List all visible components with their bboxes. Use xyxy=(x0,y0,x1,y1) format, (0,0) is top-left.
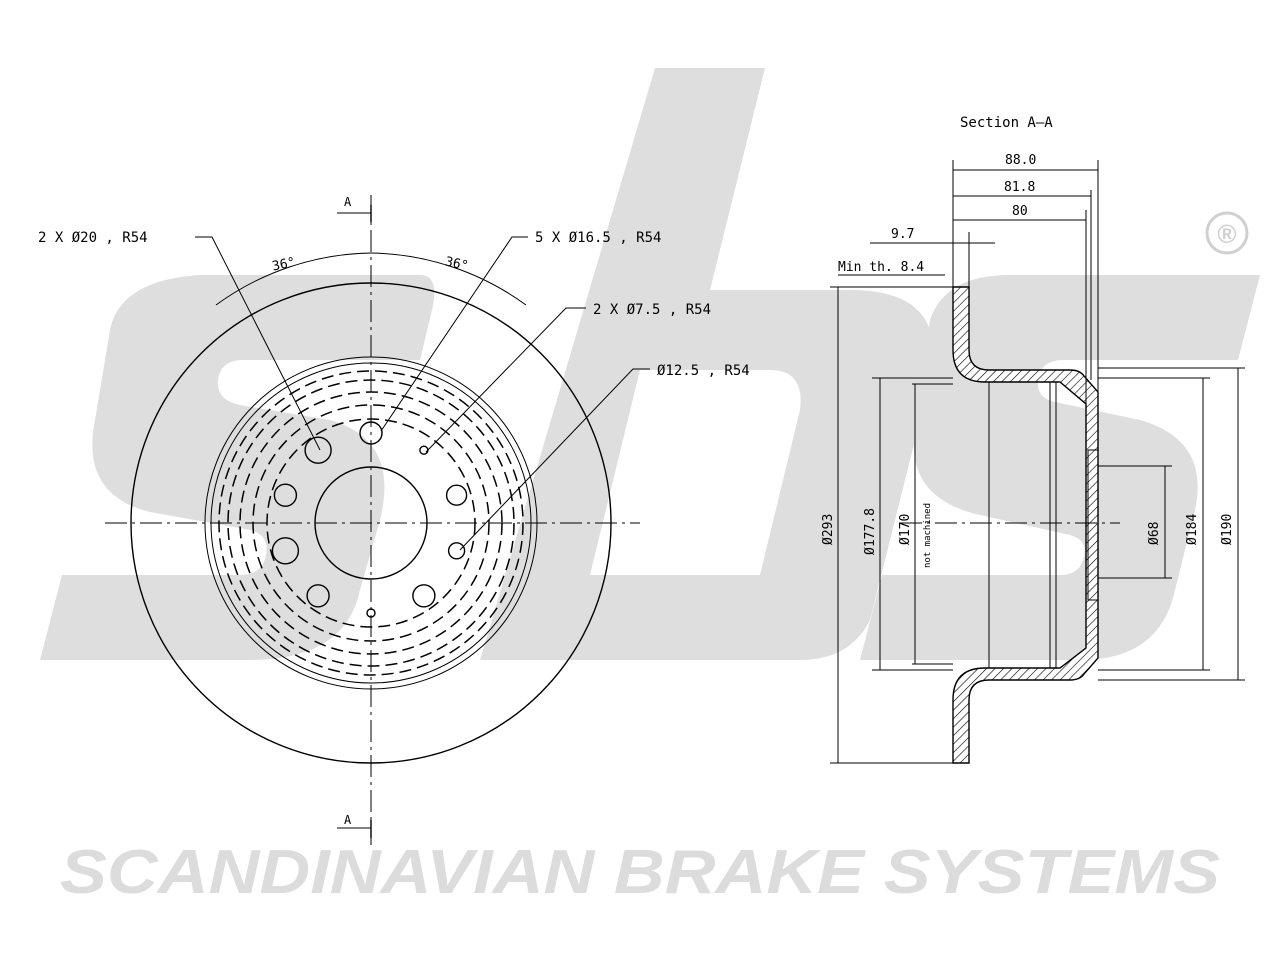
disc-outer-edge xyxy=(130,282,612,764)
svg-text:9.7: 9.7 xyxy=(891,227,914,242)
section-marker-bottom: A xyxy=(337,813,372,845)
dim-68: Ø68 xyxy=(1098,465,1172,579)
dim-177-8: Ø177.8 xyxy=(863,377,953,671)
svg-text:not machined: not machined xyxy=(923,503,933,568)
hole-7-5 xyxy=(366,608,376,618)
hole-7-5 xyxy=(419,445,429,455)
svg-text:Ø177.8: Ø177.8 xyxy=(863,508,878,555)
svg-text:88.0: 88.0 xyxy=(1005,153,1036,168)
hole-12-5 xyxy=(447,542,466,560)
hole-20 xyxy=(271,537,300,565)
dim-190: Ø190 xyxy=(1098,367,1245,681)
section-title: Section A–A xyxy=(960,115,1053,131)
svg-text:®: ® xyxy=(1217,219,1236,249)
callout-holes-16-5: 5 X Ø16.5 , R54 xyxy=(380,230,661,432)
hole-16-5 xyxy=(359,421,383,445)
svg-text:Ø68: Ø68 xyxy=(1147,522,1162,545)
callout-holes-7-5: 2 X Ø7.5 , R54 xyxy=(425,302,711,453)
angle-label-left: 36° xyxy=(271,255,297,275)
center-bore xyxy=(314,466,428,580)
hole-16-5 xyxy=(445,484,468,506)
svg-text:Ø12.5 , R54: Ø12.5 , R54 xyxy=(657,363,750,379)
svg-text:A: A xyxy=(344,813,352,827)
dim-88: 88.0 xyxy=(953,153,1098,171)
section-view: Section A–A 88.0 81.8 80 9.7 xyxy=(821,115,1245,764)
callout-holes-20: 2 X Ø20 , R54 xyxy=(38,230,321,451)
svg-text:80: 80 xyxy=(1012,204,1028,219)
dim-80: 80 xyxy=(953,204,1086,221)
svg-text:2 X Ø20 , R54: 2 X Ø20 , R54 xyxy=(38,230,148,246)
svg-text:A: A xyxy=(344,195,352,209)
brand-footer-text: SCANDINAVIAN BRAKE SYSTEMS xyxy=(60,838,1220,907)
angle-arc-left xyxy=(215,252,372,306)
svg-text:Ø184: Ø184 xyxy=(1185,514,1200,545)
svg-text:81.8: 81.8 xyxy=(1004,180,1035,195)
svg-text:2 X Ø7.5 , R54: 2 X Ø7.5 , R54 xyxy=(593,302,711,318)
svg-text:5 X Ø16.5 , R54: 5 X Ø16.5 , R54 xyxy=(535,230,661,246)
bolt-holes xyxy=(271,421,468,618)
dim-170: Ø170 not machined xyxy=(898,383,953,665)
section-marker-top: A xyxy=(337,195,372,222)
dim-min-thickness: Min th. 8.4 xyxy=(838,260,945,276)
svg-text:Ø170: Ø170 xyxy=(898,514,913,545)
svg-text:Ø293: Ø293 xyxy=(821,514,836,545)
front-view: A A 36° 36° 2 X Ø20 , R54 5 X Ø16.5 , R5… xyxy=(38,195,750,845)
angle-arc-right xyxy=(370,252,527,306)
hole-16-5 xyxy=(412,584,436,608)
callout-hole-12-5: Ø12.5 , R54 xyxy=(459,363,750,551)
dim-293: Ø293 xyxy=(821,286,953,764)
hat-outer-ring xyxy=(204,356,538,690)
sbs-logo-watermark xyxy=(40,68,1260,660)
hole-16-5 xyxy=(306,584,330,608)
dim-184: Ø184 xyxy=(1098,377,1210,671)
registered-mark: ® xyxy=(1205,211,1249,255)
hole-16-5 xyxy=(273,483,298,507)
disc-cross-section xyxy=(952,286,1099,764)
hole-20 xyxy=(304,436,332,464)
dim-9-7: 9.7 xyxy=(870,227,995,287)
dim-81-8: 81.8 xyxy=(953,180,1091,197)
svg-text:Ø190: Ø190 xyxy=(1220,514,1235,545)
angle-label-right: 36° xyxy=(444,254,470,274)
svg-text:Min th. 8.4: Min th. 8.4 xyxy=(838,260,924,275)
